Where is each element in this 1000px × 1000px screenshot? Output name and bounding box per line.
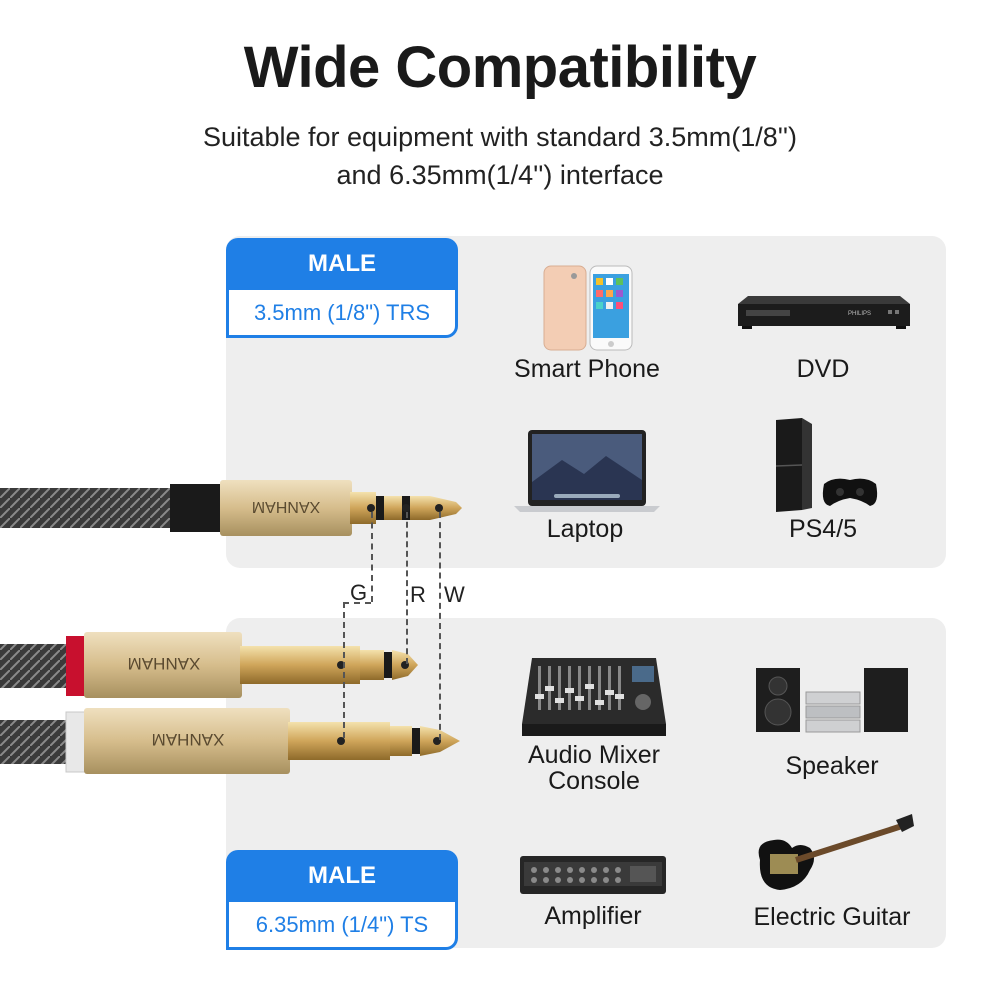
mixer-console-icon xyxy=(522,658,666,736)
top-connector-badge: MALE 3.5mm (1/8") TRS xyxy=(226,238,458,338)
electric-guitar-icon xyxy=(758,814,914,890)
wire-w-line xyxy=(439,512,441,740)
brand-text-trs: XANHAM xyxy=(252,498,320,515)
speaker-system-icon xyxy=(756,668,908,733)
page-title: Wide Compatibility xyxy=(243,35,757,100)
device-label-laptop: Laptop xyxy=(546,515,624,543)
dvd-player-icon: PHILIPS xyxy=(738,296,910,329)
wire-label-r: R xyxy=(410,582,426,607)
device-label-smartphone: Smart Phone xyxy=(514,355,660,383)
device-label-ps: PS4/5 xyxy=(788,515,858,543)
brand-text-white: XANHAM xyxy=(152,730,225,749)
bottom-badge-body: 6.35mm (1/4") TS xyxy=(226,902,458,950)
brand-text-red: XANHAM xyxy=(128,654,201,673)
subtitle-line-2: and 6.35mm(1/4'') interface xyxy=(336,160,664,190)
trs-3-5mm-plug: XANHAM xyxy=(0,480,462,536)
laptop-icon xyxy=(514,430,660,512)
wire-g-upper-line xyxy=(371,512,373,602)
subtitle-line-1: Suitable for equipment with standard 3.5… xyxy=(202,122,798,152)
device-label-guitar: Electric Guitar xyxy=(753,903,911,931)
device-label-mixer-line1: Audio Mixer xyxy=(528,741,660,769)
bottom-badge-head: MALE xyxy=(226,850,458,902)
wire-label-w: W xyxy=(444,582,465,607)
amplifier-icon xyxy=(520,856,666,894)
game-console-icon xyxy=(775,418,878,512)
smartphone-icon xyxy=(543,265,633,351)
wire-g-lower-line xyxy=(343,602,345,738)
top-badge-body: 3.5mm (1/8") TRS xyxy=(226,290,458,338)
bottom-connector-badge: MALE 6.35mm (1/4") TS xyxy=(226,850,458,950)
wire-g-horizontal-line xyxy=(343,602,371,604)
device-label-mixer: Audio Mixer Console xyxy=(494,742,694,794)
device-label-mixer-line2: Console xyxy=(548,767,640,795)
dvd-brand-text: PHILIPS xyxy=(848,311,871,317)
device-label-dvd: DVD xyxy=(796,355,850,383)
wire-label-g: G xyxy=(350,580,368,605)
device-label-speaker: Speaker xyxy=(785,752,879,780)
top-badge-head: MALE xyxy=(226,238,458,290)
wire-r-line xyxy=(406,512,408,664)
ts-6-35mm-plug-white: XANHAM xyxy=(0,708,460,774)
device-label-amplifier: Amplifier xyxy=(544,902,642,930)
ts-6-35mm-plug-red: XANHAM xyxy=(0,632,418,698)
